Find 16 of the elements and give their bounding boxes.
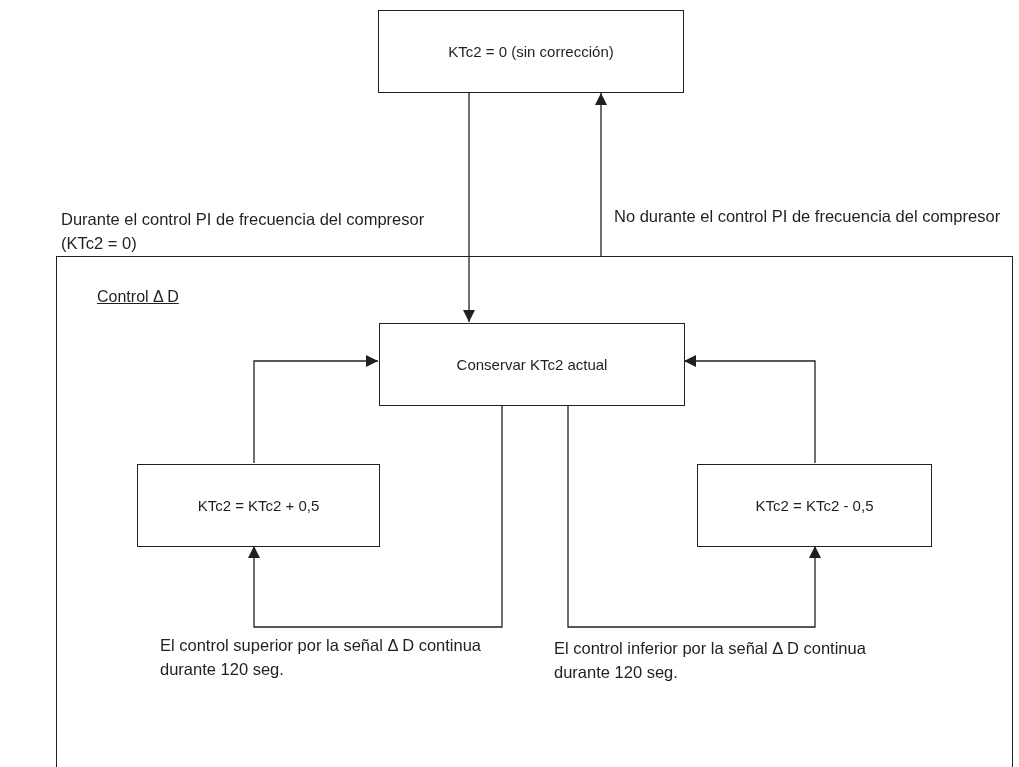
- box-text: KTc2 = KTc2 - 0,5: [754, 495, 875, 516]
- box-text: KTc2 = KTc2 + 0,5: [196, 495, 321, 516]
- group-title: Control Δ D: [97, 287, 179, 307]
- group-frame: [56, 256, 1013, 767]
- arrow: [463, 92, 475, 323]
- arrow: [683, 355, 816, 464]
- arrow: [248, 404, 503, 628]
- process-box: [137, 464, 380, 547]
- process-box: [697, 464, 932, 547]
- process-box: [378, 10, 684, 93]
- box-text: Conservar KTc2 actual: [455, 354, 609, 375]
- arrow: [567, 404, 821, 628]
- box-text: KTc2 = 0 (sin corrección): [447, 41, 615, 62]
- arrow: [595, 92, 607, 257]
- arrow: [253, 355, 379, 464]
- process-box: [379, 323, 685, 406]
